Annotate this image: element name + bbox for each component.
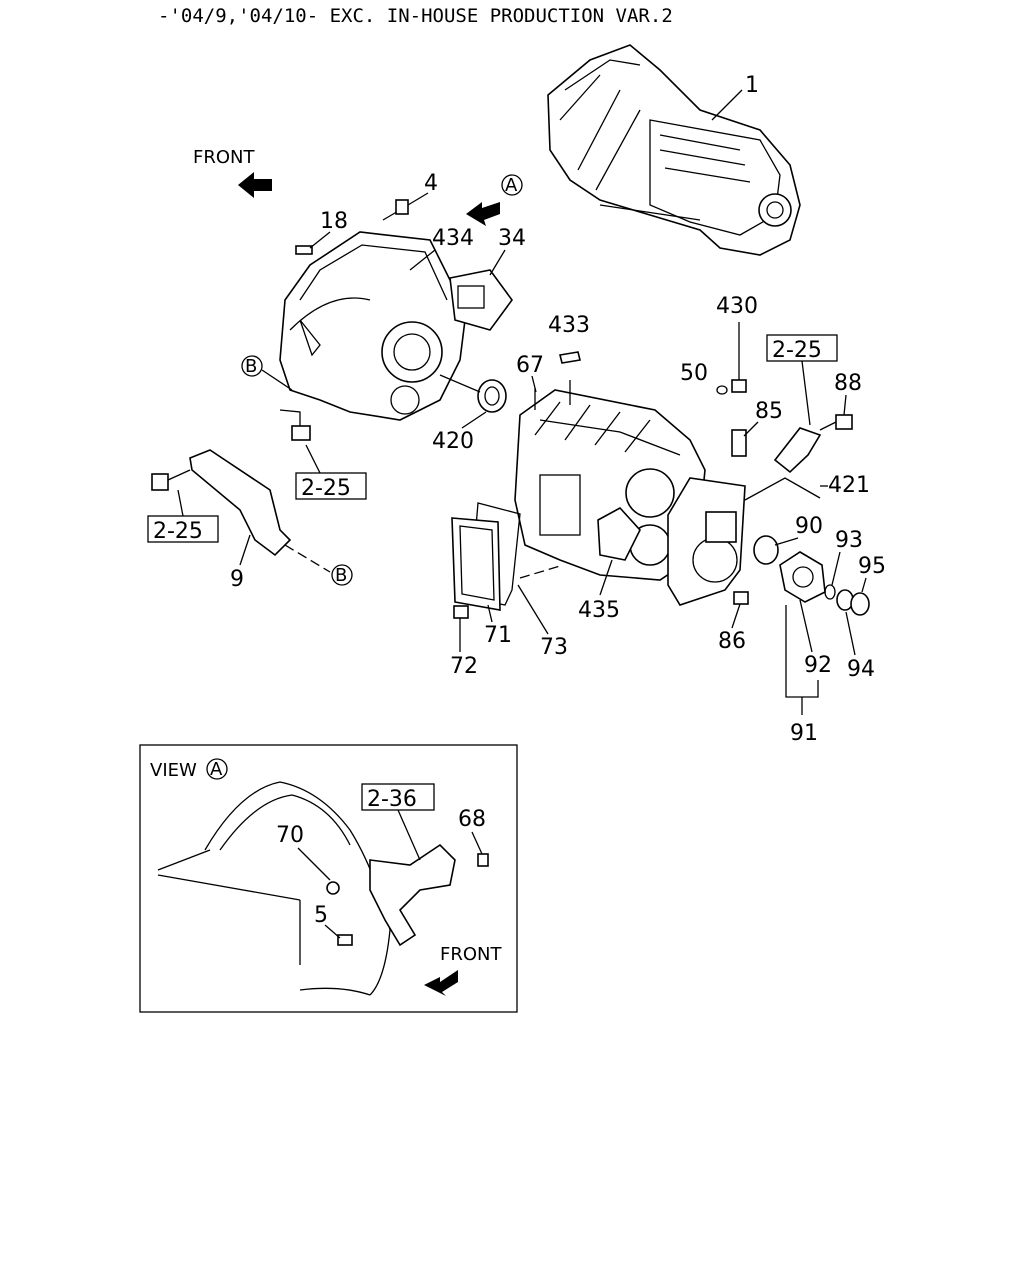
callout-5: 5	[314, 903, 328, 928]
callout-4: 4	[424, 171, 438, 196]
callout-420: 420	[432, 429, 474, 454]
callout-73: 73	[540, 635, 568, 660]
circle-a-view: A	[210, 759, 223, 780]
callout-70: 70	[276, 823, 304, 848]
callout-68: 68	[458, 807, 486, 832]
transmission-case	[514, 389, 746, 606]
callout-50: 50	[680, 361, 708, 386]
callout-18: 18	[320, 209, 348, 234]
view-a-panel	[139, 744, 518, 1013]
circle-a-top: A	[505, 175, 518, 196]
callout-34: 34	[498, 226, 526, 251]
callout-421: 421	[828, 473, 870, 498]
callout-88: 88	[834, 371, 862, 396]
callout-86: 86	[718, 629, 746, 654]
ref-box-2-25-left[interactable]: 2-25	[153, 519, 203, 544]
front-label-top: FRONT	[193, 147, 255, 168]
front-label-view: FRONT	[440, 944, 502, 965]
callout-435: 435	[578, 598, 620, 623]
ref-box-2-36[interactable]: 2-36	[367, 787, 417, 812]
front-arrow-icon	[424, 970, 458, 996]
callout-433: 433	[548, 313, 590, 338]
page-title: -'04/9,'04/10- EXC. IN-HOUSE PRODUCTION …	[158, 5, 673, 27]
front-arrow-icon	[238, 172, 272, 198]
callout-85: 85	[755, 399, 783, 424]
callout-9: 9	[230, 567, 244, 592]
view-a-title: VIEW	[150, 760, 197, 781]
view-direction-arrow-icon	[466, 202, 500, 226]
callout-434: 434	[432, 226, 474, 251]
callout-95: 95	[858, 554, 886, 579]
ref-box-2-25-middle[interactable]: 2-25	[301, 476, 351, 501]
callout-93: 93	[835, 528, 863, 553]
callout-90: 90	[795, 514, 823, 539]
callout-430: 430	[716, 294, 758, 319]
callout-1: 1	[745, 73, 759, 98]
callout-72: 72	[450, 654, 478, 679]
transmission-assembly	[547, 44, 801, 256]
callout-67: 67	[516, 353, 544, 378]
callout-71: 71	[484, 623, 512, 648]
callout-94: 94	[847, 657, 875, 682]
callout-91: 91	[790, 721, 818, 746]
circle-b-right: B	[335, 565, 347, 586]
view-a-detail	[157, 781, 489, 996]
circle-b-left: B	[245, 356, 257, 377]
callout-92: 92	[804, 653, 832, 678]
clutch-housing	[279, 231, 466, 421]
ref-box-2-25-right[interactable]: 2-25	[772, 338, 822, 363]
